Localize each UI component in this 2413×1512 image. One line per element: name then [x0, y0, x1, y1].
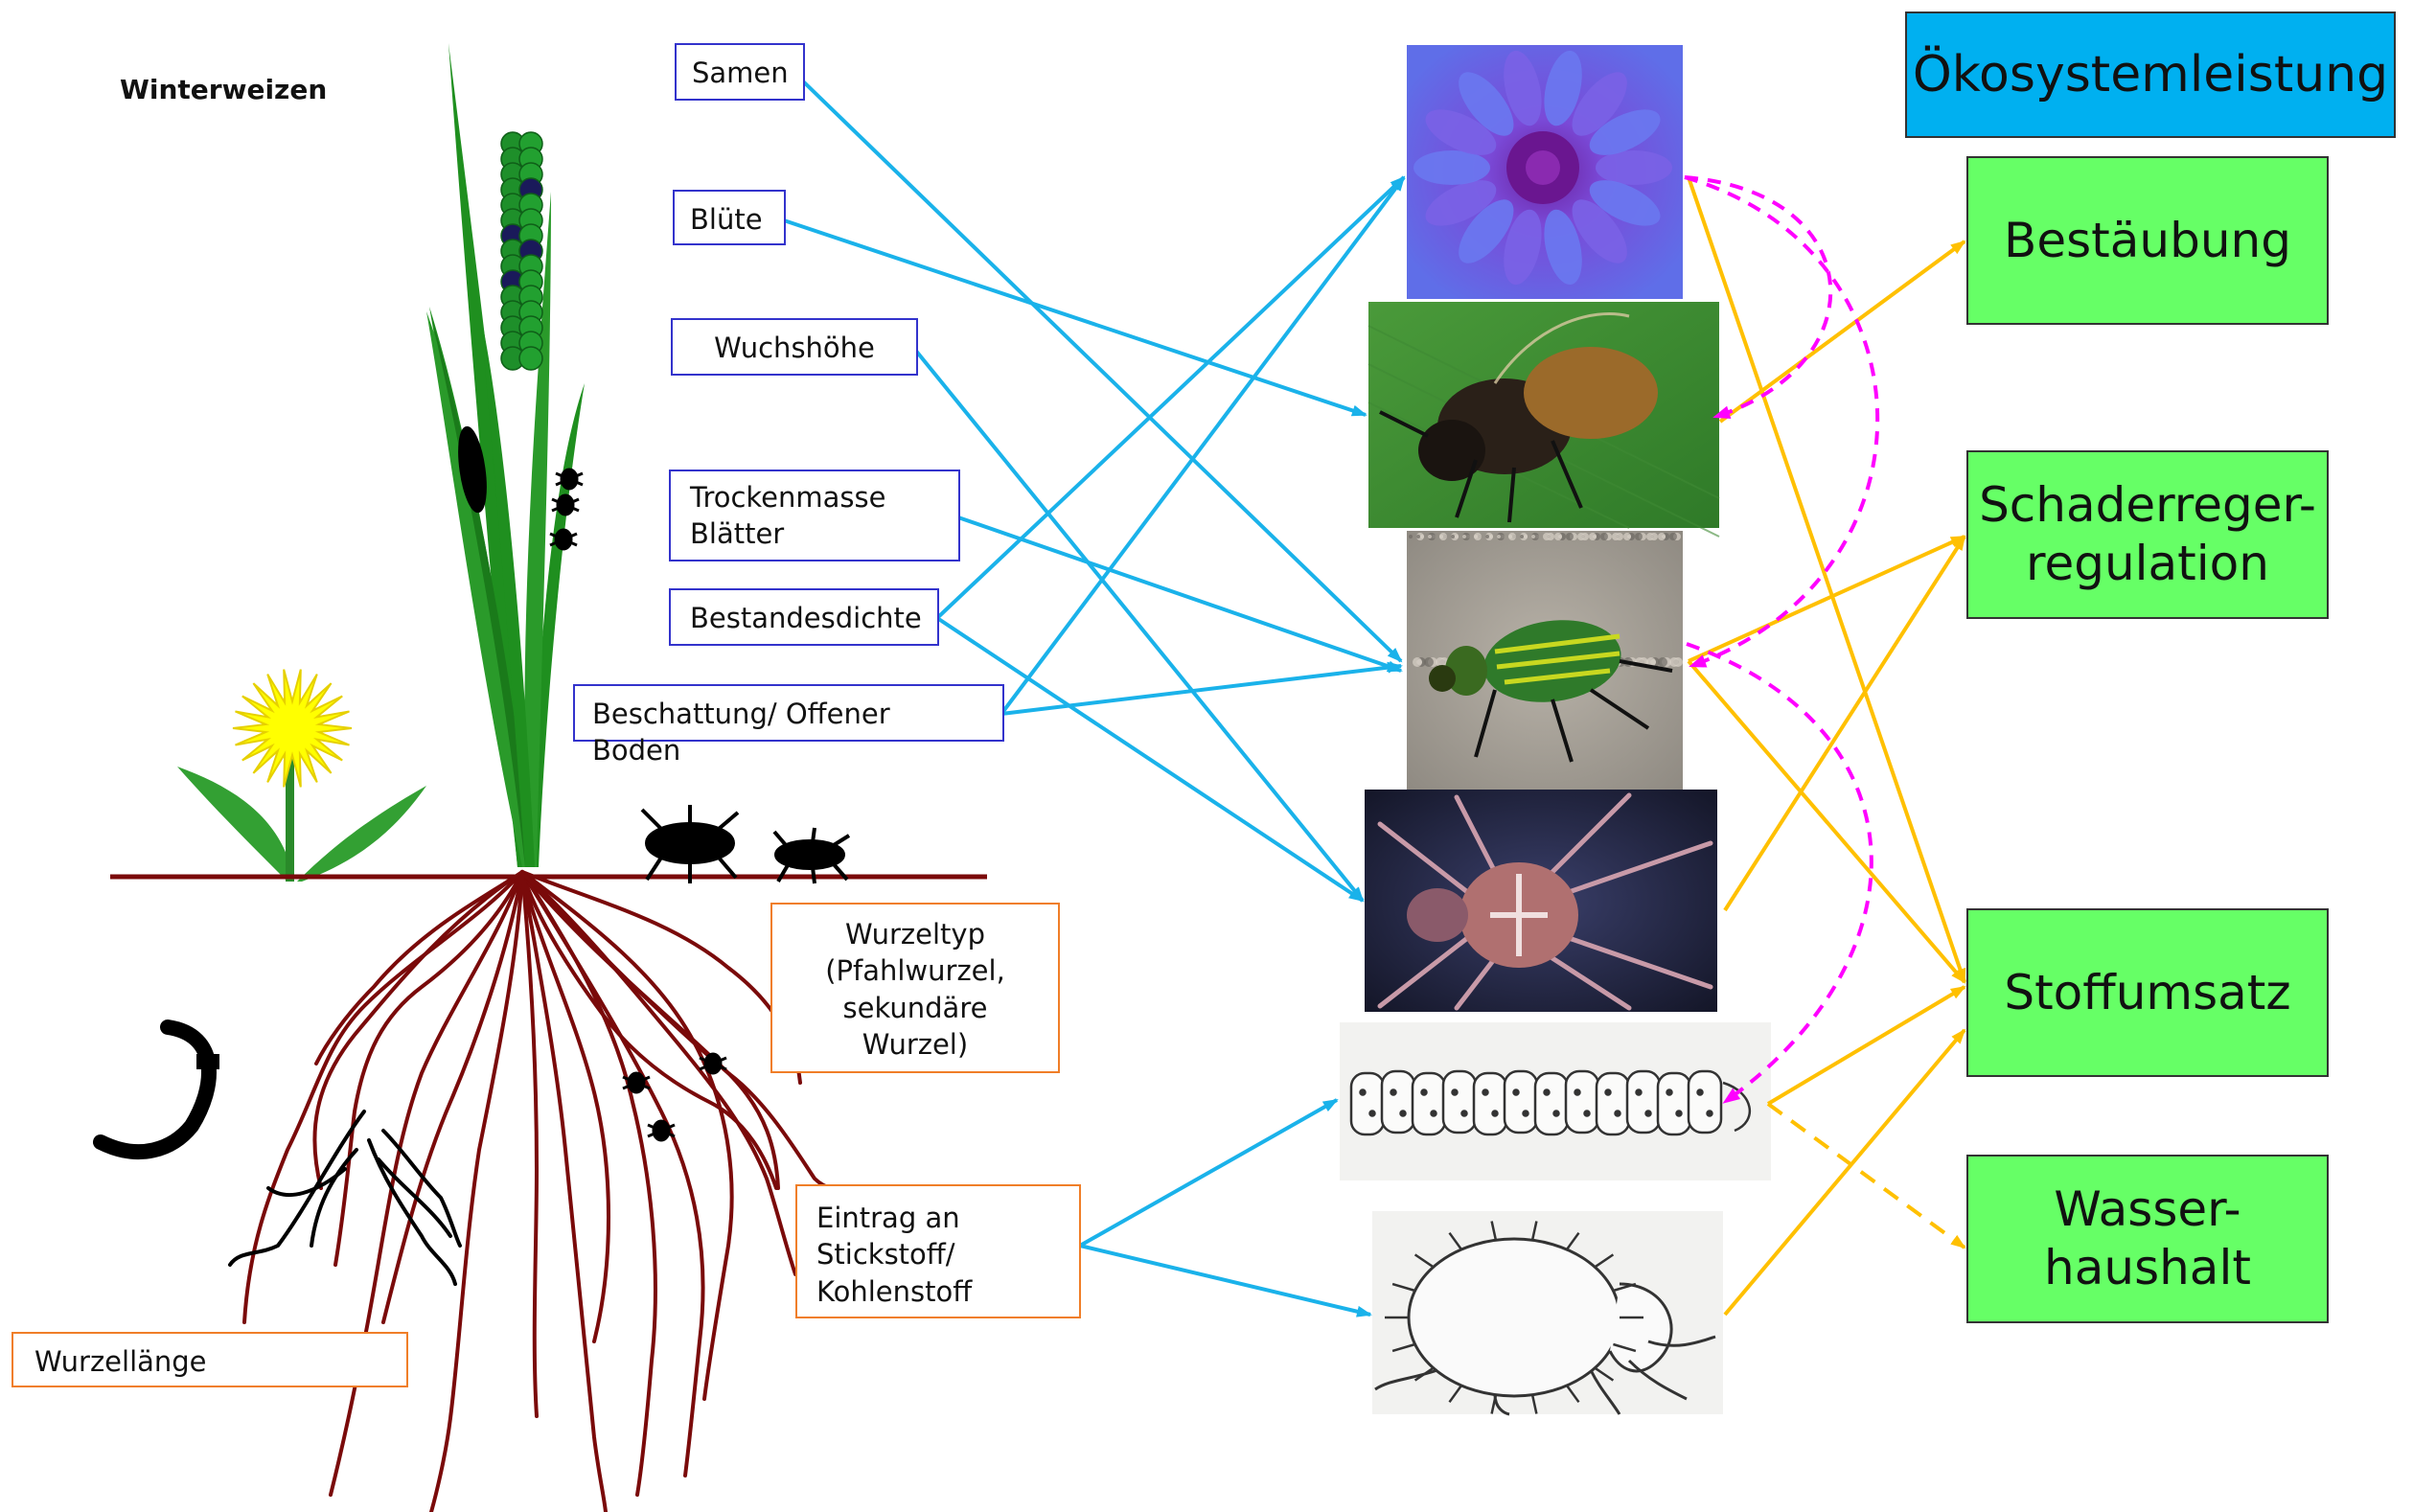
- arrow-bee-bestaeubung: [1720, 241, 1965, 422]
- trait-box-wurzellaenge: Wurzellänge: [11, 1332, 408, 1387]
- arrow-bestandesdichte-spider: [937, 618, 1363, 901]
- trait-box-bestandesdichte: Bestandesdichte: [669, 588, 939, 646]
- arrow-bestandesdichte-flower: [937, 177, 1404, 618]
- dandelion-icon: [177, 670, 426, 882]
- cornflower-photo: [1407, 45, 1683, 299]
- trait-box-beschattung: Beschattung/ Offener Boden: [573, 684, 1004, 742]
- orb-spider-photo: [1365, 790, 1717, 1012]
- arrow-wuchshoehe-spider: [915, 350, 1363, 901]
- service-bestaeubung: Bestäubung: [1966, 156, 2329, 325]
- arrow-flower-stoffumsatz: [1689, 177, 1965, 982]
- trait-box-wurzeltyp: Wurzeltyp (Pfahlwurzel, sekundäre Wurzel…: [770, 903, 1060, 1073]
- arrow-eintrag-larva: [1080, 1100, 1337, 1246]
- service-schaderregerregulation: Schaderreger- regulation: [1966, 450, 2329, 619]
- trait-box-wuchshoehe: Wuchshöhe: [671, 318, 918, 376]
- arrow-trockenmasse-beetle: [958, 517, 1401, 671]
- springtail-larva-drawing: [1340, 1022, 1771, 1180]
- services-header: Ökosystemleistung: [1905, 11, 2396, 138]
- ground-beetle-photo: [1407, 531, 1683, 791]
- trait-box-samen: Samen: [675, 43, 805, 101]
- beetle-icon: [642, 805, 849, 883]
- arrow-larva-stoffumsatz: [1768, 987, 1965, 1104]
- arrow-beschattung-flower: [1001, 177, 1404, 714]
- trait-box-trockenmasse: Trockenmasse Blätter: [669, 470, 960, 561]
- service-stoffumsatz: Stoffumsatz: [1966, 908, 2329, 1077]
- arrow-eintrag-mite: [1080, 1246, 1370, 1315]
- earthworm-icon: [101, 1027, 209, 1152]
- service-wasserhaushalt: Wasser- haushalt: [1966, 1155, 2329, 1323]
- wild-bee-photo: [1368, 302, 1719, 537]
- trait-box-eintrag: Eintrag an Stickstoff/ Kohlenstoff: [795, 1184, 1081, 1318]
- wheat-ear: [501, 132, 542, 370]
- mite-drawing: [1372, 1211, 1723, 1414]
- arrow-beschattung-beetle: [1001, 666, 1401, 714]
- earthworm-clitellum: [196, 1054, 219, 1069]
- trait-box-bluete: Blüte: [673, 190, 786, 245]
- plant-title: Winterweizen: [120, 73, 327, 108]
- arrow-beetle-stoffumsatz: [1689, 661, 1965, 982]
